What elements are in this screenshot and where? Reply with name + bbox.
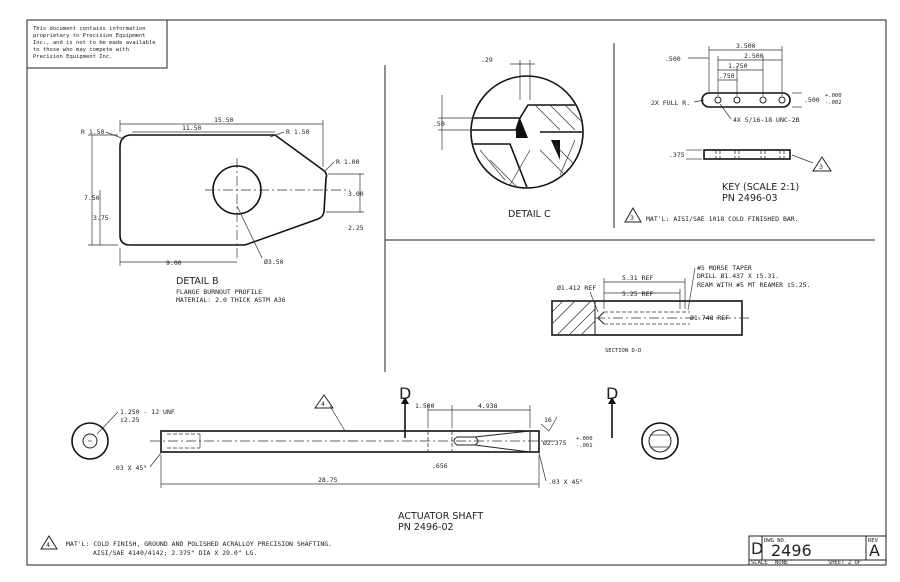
flange-profile xyxy=(119,134,328,246)
dim-15-50: 15.50 xyxy=(214,116,234,124)
detail-c-title: DETAIL C xyxy=(508,209,551,220)
shaft-dim-diameter: Ø2.375 xyxy=(543,439,567,447)
shaft-end-view-right xyxy=(641,422,679,460)
detail-c-dim-left: .50 xyxy=(433,120,445,128)
dim-11-50: 11.50 xyxy=(182,124,202,132)
detail-c: .29 .50 DETAIL C xyxy=(433,56,584,220)
shaft-body xyxy=(160,430,540,453)
detail-b-title: DETAIL B xyxy=(176,276,219,287)
proprietary-notice: This document contains information propr… xyxy=(26,19,168,69)
dim-2-25: 2.25 xyxy=(348,224,364,232)
key-note-full-r: 2X FULL R. xyxy=(651,99,690,107)
shaft-pn: PN 2496-02 xyxy=(398,522,454,533)
key-dim-2: 2.500 xyxy=(744,52,764,60)
key-tol-dn: -.002 xyxy=(825,100,842,106)
notice-line-3: Inc., and is not to be made available xyxy=(33,40,156,46)
shaft-thread-depth: ↧2.25 xyxy=(120,416,140,424)
section-dd-dia-1: Ø1.412 REF xyxy=(557,284,596,292)
key-title: KEY (SCALE 2:1) xyxy=(722,182,799,193)
shaft-finish: 16 xyxy=(544,416,552,424)
detail-c-dim-top: .29 xyxy=(481,56,493,64)
drawing-border xyxy=(26,19,887,566)
notice-line-5: Precision Equipment Inc. xyxy=(33,54,112,60)
shaft-chamfer-right: .03 X 45° xyxy=(548,478,583,486)
key-top-view xyxy=(701,92,791,108)
title-block-rev: A xyxy=(869,541,880,560)
title-block-scale: NONE xyxy=(775,560,788,566)
notice-line-4: to those who may compete with xyxy=(33,47,129,53)
key-dim-right: .500 xyxy=(804,96,820,104)
key-dim-4: .750 xyxy=(719,72,735,80)
title-block-size: D xyxy=(751,539,763,558)
section-dd-dim-1: 5.31 REF xyxy=(622,274,653,282)
title-block-rev-label: REV xyxy=(868,538,879,544)
key-side-view xyxy=(703,149,791,160)
bottom-material-note: 4 MAT'L: COLD FINISH, GROUND AND POLISHE… xyxy=(40,535,332,557)
title-block-scale-label: SCALE xyxy=(751,560,768,566)
dim-3-75: 3.75 xyxy=(93,214,109,222)
shaft-dim-656: .656 xyxy=(432,462,448,470)
notice-line-2: proprietary to Precision Equipment xyxy=(33,33,146,39)
shaft-title: ACTUATOR SHAFT xyxy=(398,511,483,522)
section-dd-note-3: REAM WITH #5 MT REAMER ↧5.25. xyxy=(697,281,811,289)
dim-3-00: 3.00 xyxy=(348,190,364,198)
key-dim-3: 1.750 xyxy=(728,62,748,70)
key-dim-side: .375 xyxy=(669,151,685,159)
title-block-dwg-no: 2496 xyxy=(771,541,812,560)
shaft-material-flag xyxy=(314,394,334,409)
section-dd-note-2: DRILL Ø1.437 X ↧5.31. xyxy=(697,272,779,280)
title-block-dwg-label: DWG NO. xyxy=(764,538,787,544)
title-block-sheet: SHEET 2 OF xyxy=(828,560,861,566)
dim-r-small: R 1.00 xyxy=(336,158,360,166)
shaft-flag-num: 4 xyxy=(321,400,325,408)
actuator-shaft: 1.250 - 12 UNF ↧2.25 28.75 .03 X 45° .03… xyxy=(71,384,679,533)
bottom-note-line-1: MAT'L: COLD FINISH, GROUND AND POLISHED … xyxy=(66,540,332,548)
bottom-note-flag-num: 4 xyxy=(46,541,50,549)
key-note-tap: 4X 5/16-18 UNC-2B xyxy=(733,116,800,124)
key-material-flag-num: 3 xyxy=(630,214,634,222)
key-material-note: MAT'L: AISI/SAE 1018 COLD FINISHED BAR. xyxy=(646,215,799,223)
dim-r-left: R 1.50 xyxy=(81,128,105,136)
key-rev-flag xyxy=(812,156,832,172)
detail-b: 15.50 11.50 R 1.50 R 1.50 R 1.00 7.50 3.… xyxy=(81,116,364,304)
bottom-note-line-2: AISI/SAE 4140/4142; 2.375" DIA X 29.0" L… xyxy=(93,549,257,557)
notice-line-1: This document contains information xyxy=(33,26,146,32)
key-material-flag xyxy=(624,206,642,223)
shaft-tol-up: +.000 xyxy=(576,436,593,442)
bottom-note-flag xyxy=(40,535,58,550)
shaft-dim-length: 28.75 xyxy=(318,476,338,484)
shaft-chamfer-left: .03 X 45° xyxy=(112,464,147,472)
shaft-dim-1500: 1.500 xyxy=(415,402,435,410)
key-dim-1: 3.500 xyxy=(736,42,756,50)
dim-7-50: 7.50 xyxy=(84,194,100,202)
section-letter-left: D xyxy=(399,384,411,403)
section-dd-note-1: #5 MORSE TAPER xyxy=(697,264,752,272)
detail-b-sub1: FLANGE BURNOUT PROFILE xyxy=(176,288,262,296)
section-dd: 5.31 REF 5.25 REF Ø1.412 REF Ø1.748 REF … xyxy=(551,264,811,354)
shaft-end-view-left xyxy=(71,422,109,460)
dim-hole-dia: Ø3.50 xyxy=(264,258,284,266)
key-rev-flag-num: 3 xyxy=(819,163,823,171)
section-dd-dim-2: 5.25 REF xyxy=(622,290,653,298)
shaft-thread-note: 1.250 - 12 UNF xyxy=(120,408,175,416)
detail-c-circle xyxy=(470,75,584,189)
dim-r-right: R 1.50 xyxy=(286,128,310,136)
section-dd-dia-2: Ø1.748 REF xyxy=(690,314,729,322)
key-tol-up: +.000 xyxy=(825,93,842,99)
title-block: D DWG NO. 2496 REV A SCALE NONE SHEET 2 … xyxy=(748,535,887,566)
section-letter-right: D xyxy=(606,384,618,403)
key-dim-5: .500 xyxy=(665,55,681,63)
shaft-dim-4938: 4.938 xyxy=(478,402,498,410)
key-part: 3.500 2.500 1.750 .750 .500 .500 +.000 -… xyxy=(624,42,842,223)
shaft-tol-dn: -.001 xyxy=(576,443,593,449)
key-pn: PN 2496-03 xyxy=(722,193,778,204)
detail-b-sub2: MATERIAL: 2.0 THICK ASTM A36 xyxy=(176,296,286,304)
dim-9-00: 9.00 xyxy=(166,259,182,267)
section-dd-title: SECTION D-D xyxy=(605,348,641,354)
